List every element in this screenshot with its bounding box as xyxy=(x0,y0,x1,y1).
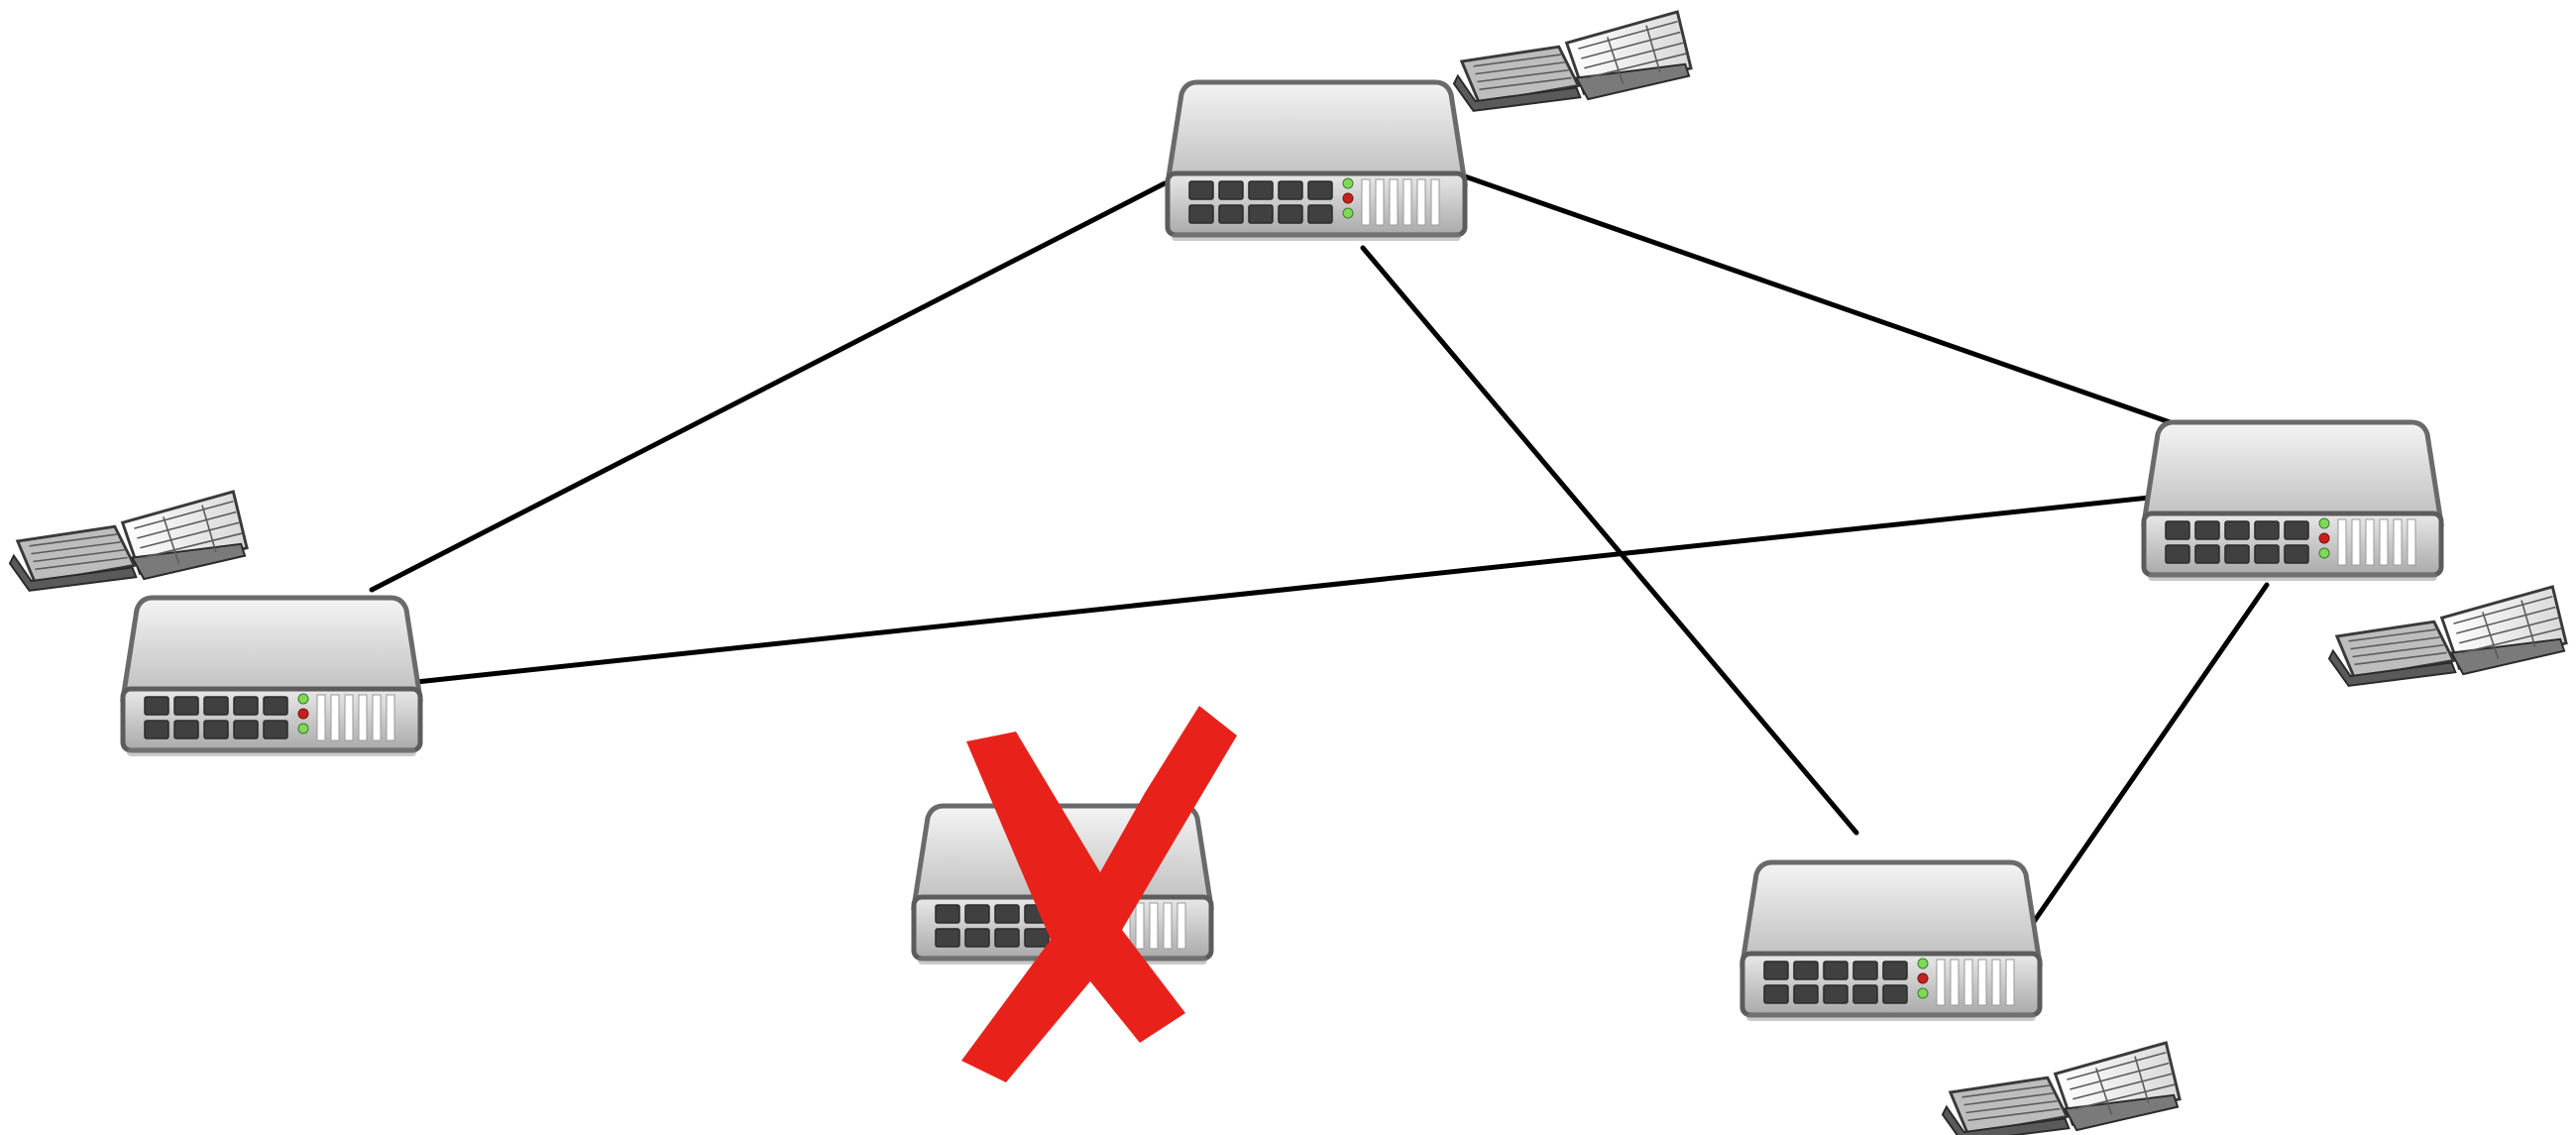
ledger-book-icon-bottom-right xyxy=(1941,1041,2182,1135)
link-top-bottom-right xyxy=(1360,245,1859,836)
link-right-bottom-right xyxy=(2024,582,2270,935)
link-top-right xyxy=(1462,173,2179,427)
link-top-left xyxy=(369,180,1168,593)
network-switch-icon-top xyxy=(1168,82,1465,241)
network-switch-icon-right xyxy=(2144,422,2441,581)
ledger-book-icon-top xyxy=(1452,10,1693,113)
link-left-right xyxy=(413,495,2152,685)
ledger-book-icon-left xyxy=(8,490,249,593)
network-switch-icon-bottom-right xyxy=(1742,862,2040,1021)
red-x-icon xyxy=(961,706,1237,1082)
ledger-book-icon-right xyxy=(2327,585,2568,688)
network-switch-icon-left xyxy=(123,598,420,756)
network-links xyxy=(369,173,2270,935)
